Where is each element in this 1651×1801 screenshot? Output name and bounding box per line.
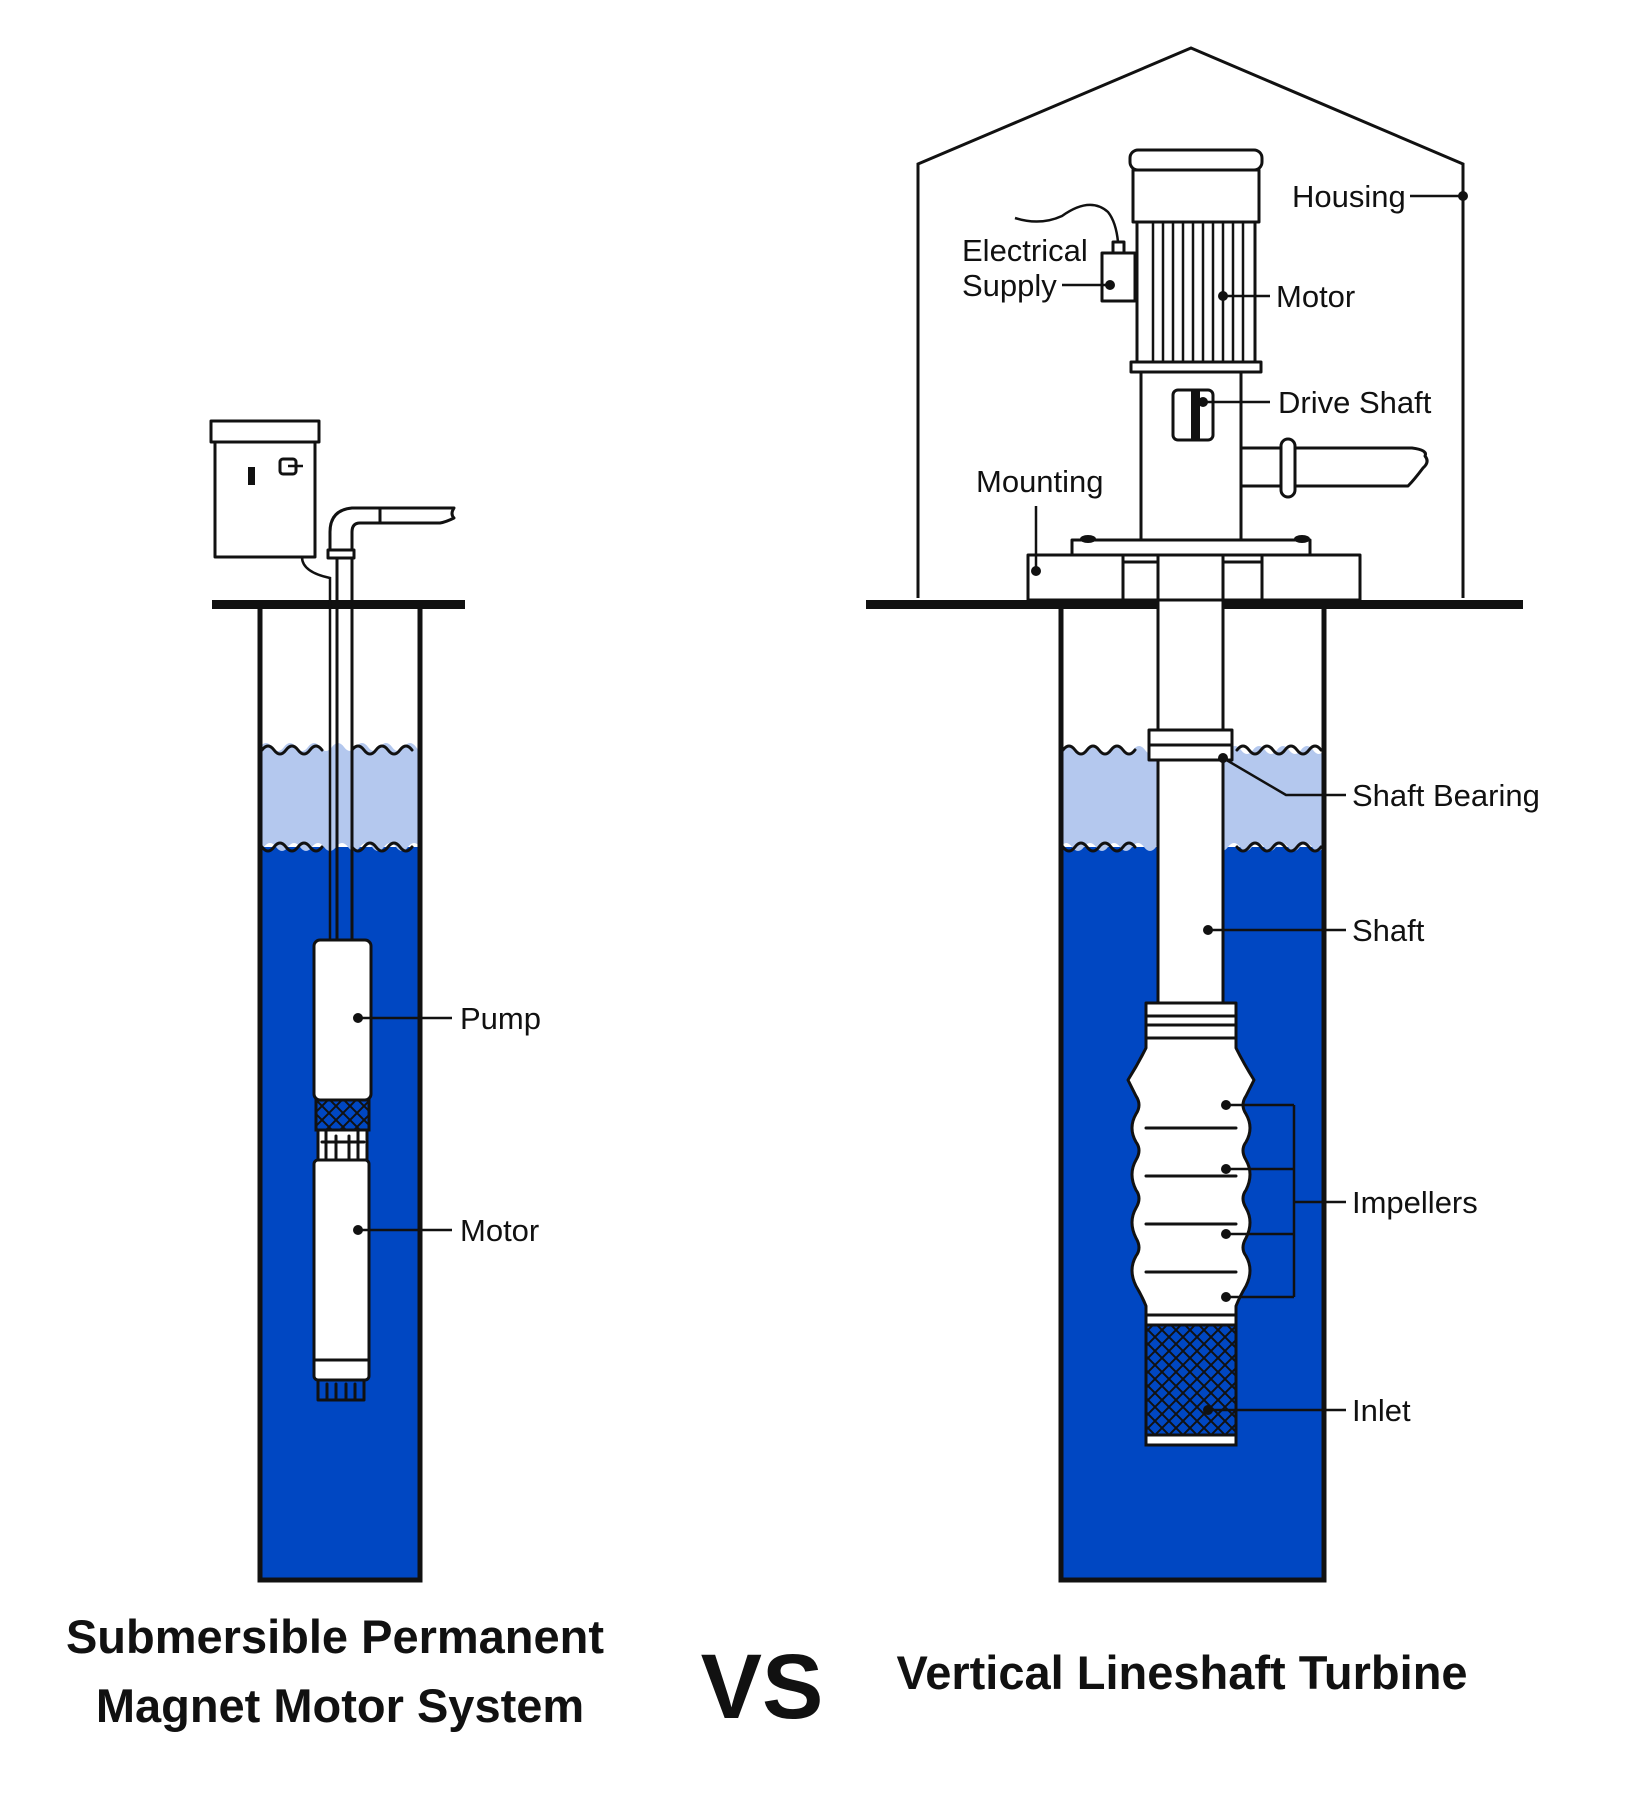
caption-submersible-line1: Submersible Permanent — [66, 1610, 604, 1663]
right-surface-wave-bottom — [1061, 841, 1323, 853]
shaft-upper — [1156, 553, 1225, 732]
discharge-pipe — [378, 506, 456, 525]
bowl-collar-band — [1144, 1014, 1238, 1027]
inlet-top-band — [1144, 1313, 1238, 1327]
mounting-bolt-right — [1294, 535, 1310, 543]
pump-house — [916, 46, 1465, 598]
submersible-system: Pump Motor Submersible Permanent Magnet … — [66, 419, 604, 1732]
impeller-leader-bracket — [1226, 1103, 1346, 1299]
label-drive-shaft: Drive Shaft — [1278, 385, 1432, 420]
mounting-base-left — [1026, 553, 1125, 602]
drive-shaft-bar — [1191, 390, 1200, 440]
discharge-elbow — [328, 506, 382, 558]
discharge-flange — [1279, 437, 1297, 499]
label-shaft: Shaft — [1352, 913, 1425, 948]
coupling-detail — [320, 1128, 366, 1162]
caption-lineshaft: Vertical Lineshaft Turbine — [896, 1646, 1467, 1699]
vs-label: VS — [701, 1636, 824, 1738]
label-mounting: Mounting — [976, 464, 1104, 499]
pump-intake-screen — [314, 1098, 371, 1132]
discharge-head-pipe — [1239, 446, 1429, 488]
label-shaft-bearing: Shaft Bearing — [1352, 778, 1540, 813]
inlet-screen — [1144, 1313, 1238, 1447]
label-impellers: Impellers — [1352, 1185, 1478, 1220]
shaft-bearing-leader-line — [1222, 756, 1346, 797]
control-box-lid — [209, 419, 321, 444]
mounting-bolt-left — [1080, 535, 1096, 543]
control-box-indicator — [248, 467, 255, 485]
left-well-casing — [257, 606, 423, 1583]
left-water-surface — [259, 743, 421, 851]
lineshaft-turbine-system: Housing Electrical Supply Motor Drive Sh… — [866, 46, 1540, 1699]
motor-feet — [316, 1378, 366, 1402]
junction-box — [1100, 251, 1137, 303]
label-pump: Pump — [460, 1001, 541, 1036]
junction-box-terminal — [1111, 240, 1126, 255]
label-electrical-line2: Supply — [962, 268, 1057, 303]
motor-top — [1131, 168, 1261, 224]
bowl-collar — [1144, 1001, 1238, 1040]
left-surface-wave-bottom — [260, 841, 414, 853]
supply-wire — [1014, 203, 1120, 243]
impeller-seams — [1144, 1126, 1238, 1274]
power-cable — [300, 556, 332, 940]
mounting-plate — [1070, 538, 1312, 557]
mounting-leader-dot — [1031, 566, 1041, 576]
motor-cap — [1128, 148, 1264, 172]
motor-body — [1135, 220, 1257, 364]
control-box — [209, 419, 321, 559]
mounting-base-right — [1260, 553, 1362, 602]
left-surface-wave-top — [260, 744, 414, 756]
control-box-body — [213, 440, 317, 559]
motor-base-flange — [1129, 360, 1263, 374]
caption-submersible-line2: Magnet Motor System — [96, 1679, 584, 1732]
right-well-casing — [1058, 606, 1327, 1583]
elbow-cap — [326, 548, 356, 560]
submersible-motor — [312, 1158, 371, 1382]
label-housing: Housing — [1292, 179, 1406, 214]
electrical-leader-dot — [1105, 280, 1115, 290]
right-surface-wave-top — [1061, 744, 1323, 756]
label-inlet: Inlet — [1352, 1393, 1411, 1428]
shaft-lower — [1156, 758, 1225, 1005]
label-electrical-line1: Electrical — [962, 233, 1088, 268]
inlet-bottom-band — [1144, 1433, 1238, 1447]
label-motor-right: Motor — [1276, 279, 1355, 314]
label-motor-left: Motor — [460, 1213, 539, 1248]
